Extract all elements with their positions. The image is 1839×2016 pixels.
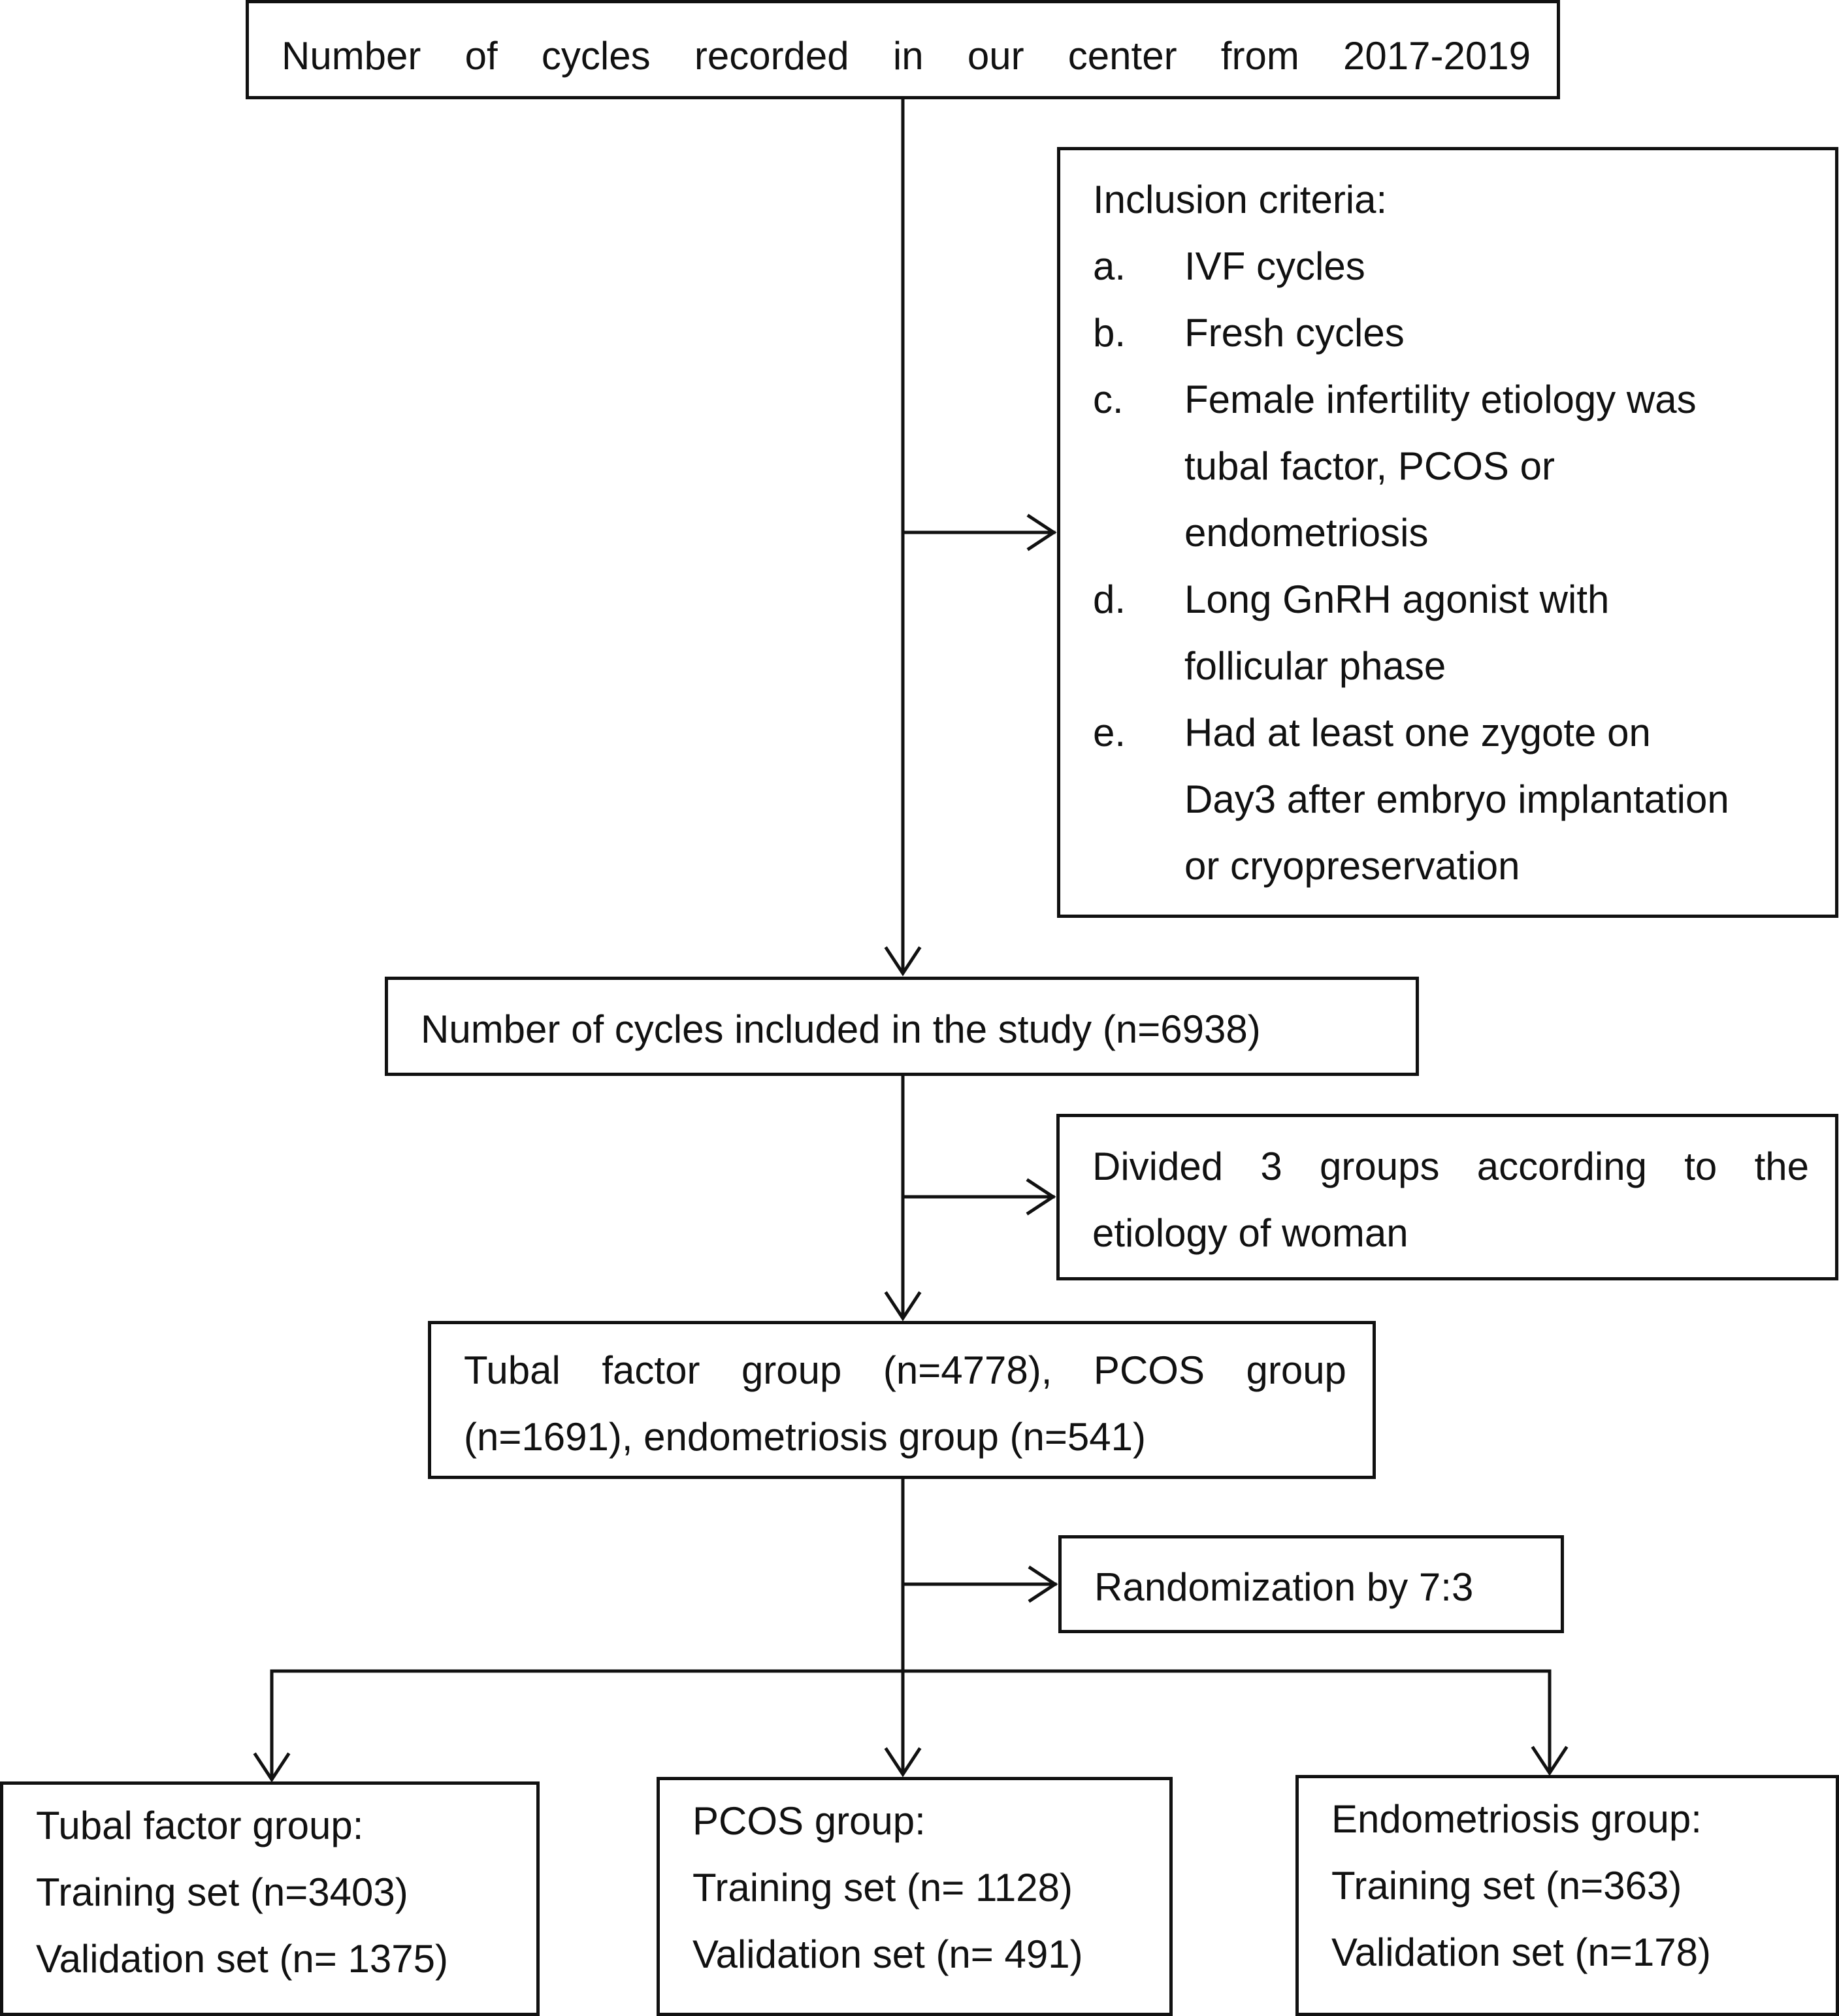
endometriosis-training-set: Training set (n=363)	[1331, 1864, 1682, 1908]
arrowhead-right-inclusion	[1026, 513, 1057, 551]
divided-groups-line-2: etiology of woman	[1092, 1211, 1408, 1255]
inclusion-criteria-heading: Inclusion criteria:	[1093, 178, 1388, 221]
cycles-included-box: Number of cycles included in the study (…	[385, 977, 1419, 1076]
cycles-recorded-text: Number of cycles recorded in our center …	[282, 34, 1531, 78]
inclusion-criteria-box: Inclusion criteria: a. IVF cycles b. Fre…	[1057, 147, 1838, 918]
arrowhead-right-random	[1028, 1565, 1058, 1603]
etiology-groups-box: Tubal factor group (n=4778), PCOS group …	[428, 1321, 1376, 1479]
criterion-c: c. Female infertility etiology was	[1093, 378, 1697, 421]
arrowhead-right-divided	[1026, 1178, 1056, 1216]
tubal-factor-group-title: Tubal factor group:	[36, 1804, 364, 1847]
endometriosis-validation-set: Validation set (n=178)	[1331, 1930, 1711, 1974]
tubal-factor-group-box: Tubal factor group: Training set (n=3403…	[0, 1781, 540, 2016]
criterion-a: a. IVF cycles	[1093, 244, 1365, 288]
pcos-group-title: PCOS group:	[692, 1799, 926, 1843]
arrowhead-down-2	[884, 1291, 922, 1322]
endometriosis-group-title: Endometriosis group:	[1331, 1797, 1702, 1841]
tubal-factor-validation-set: Validation set (n= 1375)	[36, 1937, 448, 1981]
randomization-box: Randomization by 7:3	[1058, 1535, 1564, 1633]
arrowhead-down-right	[1531, 1746, 1569, 1776]
divided-groups-line-1: Divided 3 groups according to the	[1092, 1145, 1809, 1188]
divided-groups-box: Divided 3 groups according to the etiolo…	[1056, 1114, 1838, 1280]
criterion-e: e. Had at least one zygote on	[1093, 711, 1651, 755]
pcos-group-box: PCOS group: Training set (n= 1128) Valid…	[657, 1777, 1173, 2016]
etiology-groups-line-2: (n=1691), endometriosis group (n=541)	[464, 1415, 1146, 1459]
pcos-validation-set: Validation set (n= 491)	[692, 1932, 1083, 1976]
endometriosis-group-box: Endometriosis group: Training set (n=363…	[1295, 1775, 1839, 2016]
cycles-included-text: Number of cycles included in the study (…	[421, 1007, 1261, 1051]
arrowhead-down-left	[253, 1752, 291, 1783]
arrowhead-down-1	[884, 946, 922, 977]
tubal-factor-training-set: Training set (n=3403)	[36, 1870, 408, 1914]
cycles-recorded-box: Number of cycles recorded in our center …	[246, 0, 1560, 99]
randomization-text: Randomization by 7:3	[1094, 1565, 1474, 1609]
criterion-b: b. Fresh cycles	[1093, 311, 1405, 355]
arrowhead-down-3	[884, 1747, 922, 1778]
pcos-training-set: Training set (n= 1128)	[692, 1866, 1073, 1910]
etiology-groups-line-1: Tubal factor group (n=4778), PCOS group	[464, 1348, 1346, 1392]
criterion-d: d. Long GnRH agonist with	[1093, 577, 1610, 621]
